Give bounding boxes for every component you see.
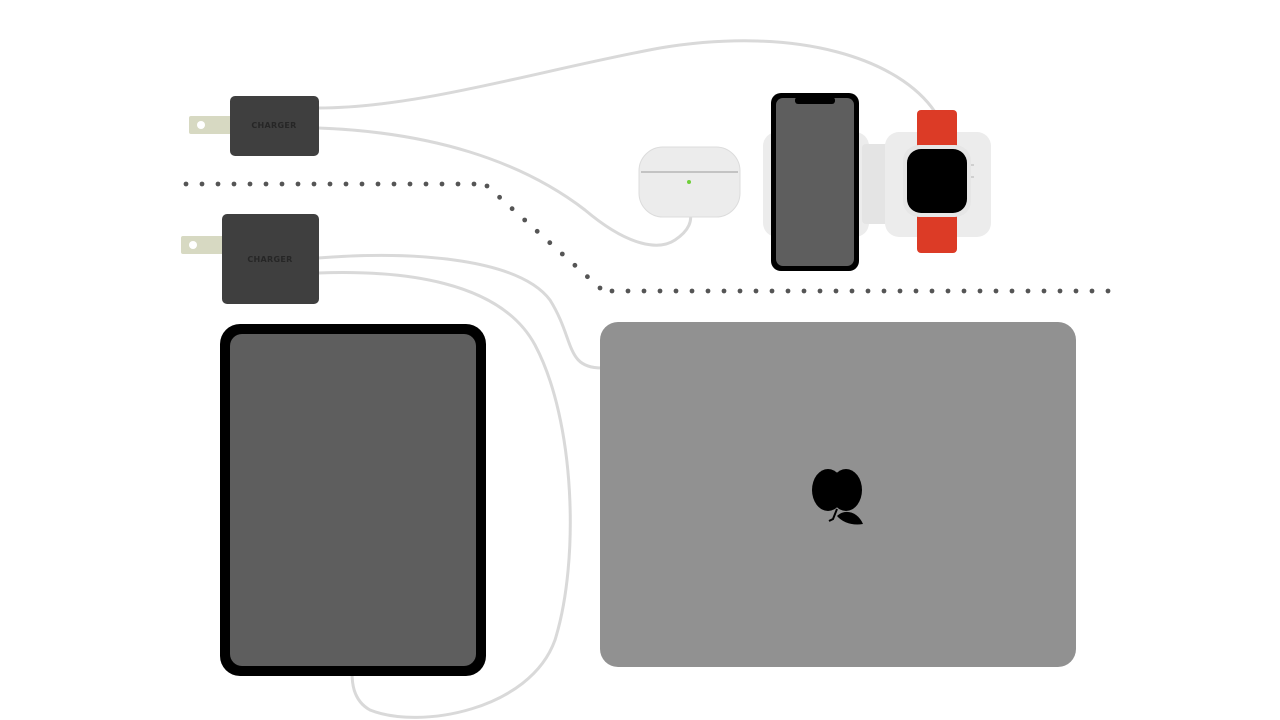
divider-dot: [1073, 288, 1079, 294]
charger-body: [222, 214, 319, 304]
fruit-logo-icon: [812, 469, 863, 525]
plug-prong: [181, 236, 225, 254]
divider-dot: [407, 181, 413, 187]
divider-dot: [945, 288, 951, 294]
divider-dot: [183, 181, 189, 187]
cables: [316, 39, 937, 719]
divider-dot: [881, 288, 887, 294]
divider-dot: [961, 288, 967, 294]
divider-dot: [689, 288, 695, 294]
divider-dot: [455, 181, 461, 187]
divider-dot: [327, 181, 333, 187]
divider-dot: [423, 181, 429, 187]
divider-dot: [833, 288, 839, 294]
divider-dot: [929, 288, 935, 294]
divider-dot: [471, 181, 477, 187]
divider-dot: [1041, 288, 1047, 294]
divider-dot: [231, 181, 237, 187]
dock-hinge: [862, 144, 892, 224]
divider-dot: [343, 181, 349, 187]
divider-dot: [597, 285, 603, 291]
watch-screen: [907, 149, 967, 213]
divider-dot: [295, 181, 301, 187]
divider-dot: [247, 181, 253, 187]
divider-dot: [705, 288, 711, 294]
divider-dot: [199, 181, 205, 187]
divider-dot: [801, 288, 807, 294]
tablet-icon: [220, 324, 486, 676]
divider-dot: [721, 288, 727, 294]
divider-dot: [391, 181, 397, 187]
divider-dot: [263, 181, 269, 187]
dotted-divider: [183, 181, 1111, 294]
divider-dot: [977, 288, 983, 294]
charger-1: CHARGER: [189, 96, 319, 156]
plug-hole: [189, 241, 197, 249]
divider-dot: [375, 181, 381, 187]
divider-dot: [657, 288, 663, 294]
divider-dot: [865, 288, 871, 294]
divider-dot: [279, 181, 285, 187]
divider-dot: [1009, 288, 1015, 294]
divider-dot: [641, 288, 647, 294]
divider-dot: [359, 181, 365, 187]
divider-dot: [439, 181, 445, 187]
charger-2: CHARGER: [181, 214, 319, 304]
divider-dot: [484, 183, 490, 189]
earbuds-status-light: [687, 180, 691, 184]
divider-dot: [753, 288, 759, 294]
divider-dot: [1025, 288, 1031, 294]
divider-dot: [572, 262, 578, 268]
divider-dot: [849, 288, 855, 294]
divider-dot: [509, 206, 515, 212]
phone-icon: [771, 93, 859, 271]
divider-dot: [625, 288, 631, 294]
plug-hole: [197, 121, 205, 129]
charger-label: CHARGER: [251, 121, 296, 130]
divider-dot: [737, 288, 743, 294]
charger-label: CHARGER: [247, 255, 292, 264]
cable-charger1-to-watch-dock: [316, 39, 937, 114]
divider-dot: [311, 181, 317, 187]
divider-dot: [609, 288, 615, 294]
divider-dot: [1105, 288, 1111, 294]
divider-dot: [1089, 288, 1095, 294]
plug-prong: [189, 116, 233, 134]
charger-body: [230, 96, 319, 156]
watch-icon: [903, 110, 971, 253]
divider-dot: [769, 288, 775, 294]
laptop-icon: [600, 322, 1076, 667]
divider-dot: [534, 228, 540, 234]
divider-dot: [522, 217, 528, 223]
divider-dot: [559, 251, 565, 257]
cable-charger2-to-laptop: [316, 253, 604, 370]
divider-dot: [897, 288, 903, 294]
divider-dot: [547, 240, 553, 246]
phone-screen: [776, 98, 854, 266]
divider-dot: [497, 194, 502, 200]
divider-dot: [785, 288, 791, 294]
cable-charger1-to-earbuds: [316, 126, 693, 247]
divider-dot: [913, 288, 919, 294]
phone-notch: [795, 97, 835, 104]
divider-dot: [817, 288, 823, 294]
divider-dot: [585, 274, 590, 280]
divider-dot: [1057, 288, 1063, 294]
divider-dot: [993, 288, 999, 294]
earbuds-case-icon: [638, 146, 741, 218]
divider-dot: [215, 181, 221, 187]
tablet-screen: [230, 334, 476, 666]
divider-dot: [673, 288, 679, 294]
cable-charger2-to-tablet: [316, 271, 572, 719]
